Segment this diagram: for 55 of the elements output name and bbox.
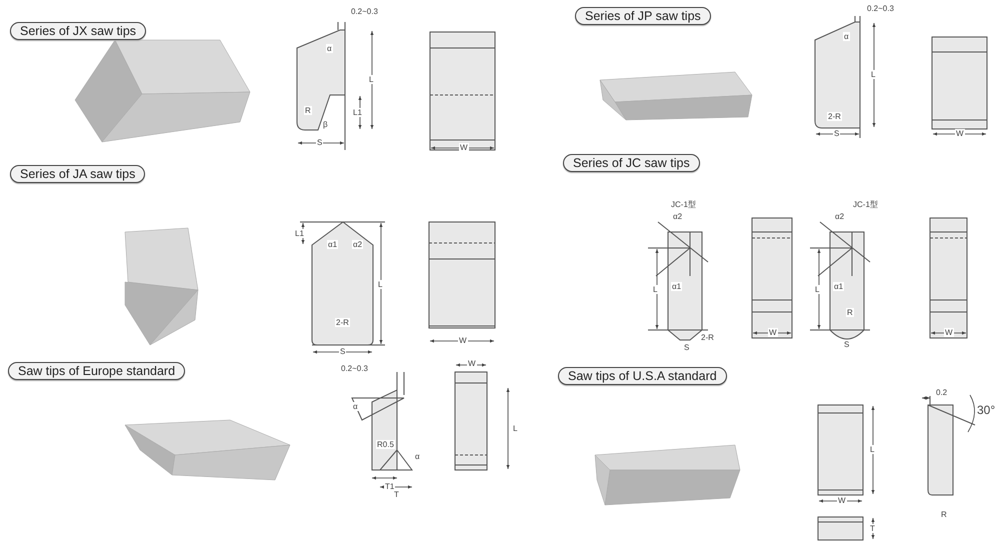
dimension-label: R0.5 — [376, 440, 395, 449]
dimension-label: L — [869, 445, 876, 454]
dimension-label: α — [414, 452, 421, 461]
view-caption: JC-1型 — [852, 200, 879, 209]
dimension-label: L — [368, 75, 374, 84]
dimension-label: α1 — [833, 282, 844, 291]
dimension-label: α2 — [352, 240, 364, 249]
dimension-label: W — [837, 496, 847, 505]
dimension-label: W — [955, 129, 965, 138]
dimension-label: L — [377, 280, 384, 289]
dimension-label: S — [843, 340, 850, 349]
section-title: Saw tips of Europe standard — [8, 362, 186, 380]
dimension-label: S — [683, 343, 690, 352]
dimension-label: α — [352, 402, 359, 411]
view-caption: JC-1型 — [670, 200, 697, 209]
dimension-label: W — [459, 143, 469, 152]
dimension-label: 2-R — [827, 112, 842, 121]
section-title: Series of JA saw tips — [10, 165, 146, 183]
dimension-label: L — [512, 424, 518, 433]
dimension-label: 30° — [976, 406, 996, 415]
dimension-label: S — [833, 129, 840, 138]
dimension-label: L — [652, 285, 658, 294]
dimension-label: α1 — [671, 282, 682, 291]
dimension-label: W — [768, 328, 778, 337]
dimension-label: R — [304, 106, 312, 115]
dimension-label: α2 — [834, 212, 846, 221]
dimension-label: 0.2~0.3 — [340, 364, 369, 373]
dimension-label: T — [393, 490, 400, 499]
dimension-label: 0.2~0.3 — [350, 7, 379, 16]
dimension-label: 2-R — [700, 333, 715, 342]
dimension-label: W — [467, 359, 477, 368]
dimension-label: R — [846, 308, 854, 317]
dimension-label: W — [458, 336, 468, 345]
section-title: Series of JC saw tips — [563, 154, 700, 172]
dimension-label: α2 — [672, 212, 684, 221]
dimension-label: 0.2~0.3 — [866, 4, 895, 13]
section-title: Saw tips of U.S.A standard — [558, 367, 727, 385]
dimension-label: W — [944, 328, 954, 337]
dimension-label: S — [316, 138, 324, 147]
section-title: Series of JX saw tips — [10, 22, 146, 40]
dimension-label: R — [940, 510, 948, 519]
dimension-label: 0.2 — [935, 388, 948, 397]
section-title: Series of JP saw tips — [575, 7, 711, 25]
dimension-label: T1 — [384, 482, 396, 491]
dimension-label: L — [870, 70, 876, 79]
dimension-label: L1 — [352, 108, 363, 117]
dimension-label: α1 — [327, 240, 338, 249]
dimension-label: T — [869, 524, 876, 533]
dimension-label: L1 — [294, 229, 305, 238]
dimension-label: S — [339, 347, 346, 356]
dimension-label: α — [843, 32, 850, 41]
dimension-label: L — [814, 285, 820, 294]
dimension-label: 2-R — [335, 318, 350, 327]
dimension-label: β — [322, 120, 329, 129]
dimension-label: α — [326, 44, 333, 53]
